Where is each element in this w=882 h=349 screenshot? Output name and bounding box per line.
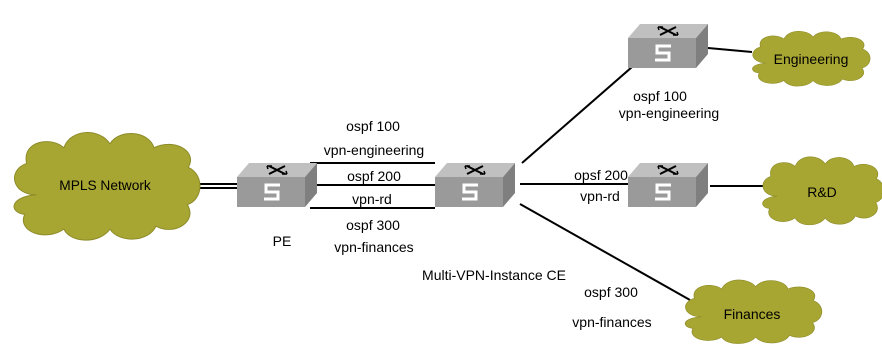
switch-icon bbox=[433, 161, 517, 209]
device-ce-label: Multi-VPN-Instance CE bbox=[422, 267, 566, 283]
pe-ce-3-vpn-label: vpn-finances bbox=[334, 239, 413, 255]
switch-icon bbox=[235, 161, 319, 209]
cloud-mpls-label: MPLS Network bbox=[59, 178, 151, 193]
cloud-finances-label: Finances bbox=[724, 306, 781, 322]
pe-ce-2-vpn-label: vpn-rd bbox=[352, 191, 392, 207]
switch-rd bbox=[626, 161, 710, 209]
ce-rd-process-label: opsf 200 bbox=[574, 167, 628, 183]
ce-finances-vpn-label: vpn-finances bbox=[572, 314, 651, 330]
switch-pe bbox=[235, 161, 319, 209]
pe-ce-1-vpn-label: vpn-engineering bbox=[324, 142, 424, 158]
pe-ce-3-process-label: ospf 300 bbox=[346, 217, 400, 233]
cloud-mpls: MPLS Network bbox=[13, 132, 201, 241]
pe-ce-2-process-label: ospf 200 bbox=[347, 168, 401, 184]
ce-engineering-vpn-label: vpn-engineering bbox=[619, 105, 719, 121]
device-pe-label: PE bbox=[273, 233, 292, 249]
switch-icon bbox=[626, 161, 710, 209]
links bbox=[190, 47, 765, 301]
pe-ce-1-process-label: ospf 100 bbox=[346, 118, 400, 134]
link-ce-finances bbox=[519, 203, 691, 301]
ce-engineering-process-label: ospf 100 bbox=[633, 88, 687, 104]
ce-finances-process-label: ospf 300 bbox=[584, 284, 638, 300]
cloud-rd-label: R&D bbox=[807, 184, 837, 200]
link-ce-engineering bbox=[521, 59, 641, 164]
switch-ce bbox=[433, 161, 517, 209]
cloud-engineering-label: Engineering bbox=[774, 51, 849, 67]
ce-rd-vpn-label: vpn-rd bbox=[580, 188, 620, 204]
switch-icon bbox=[626, 22, 710, 70]
switch-engineering bbox=[626, 22, 710, 70]
link-switch-engineering-cloud bbox=[707, 47, 753, 53]
